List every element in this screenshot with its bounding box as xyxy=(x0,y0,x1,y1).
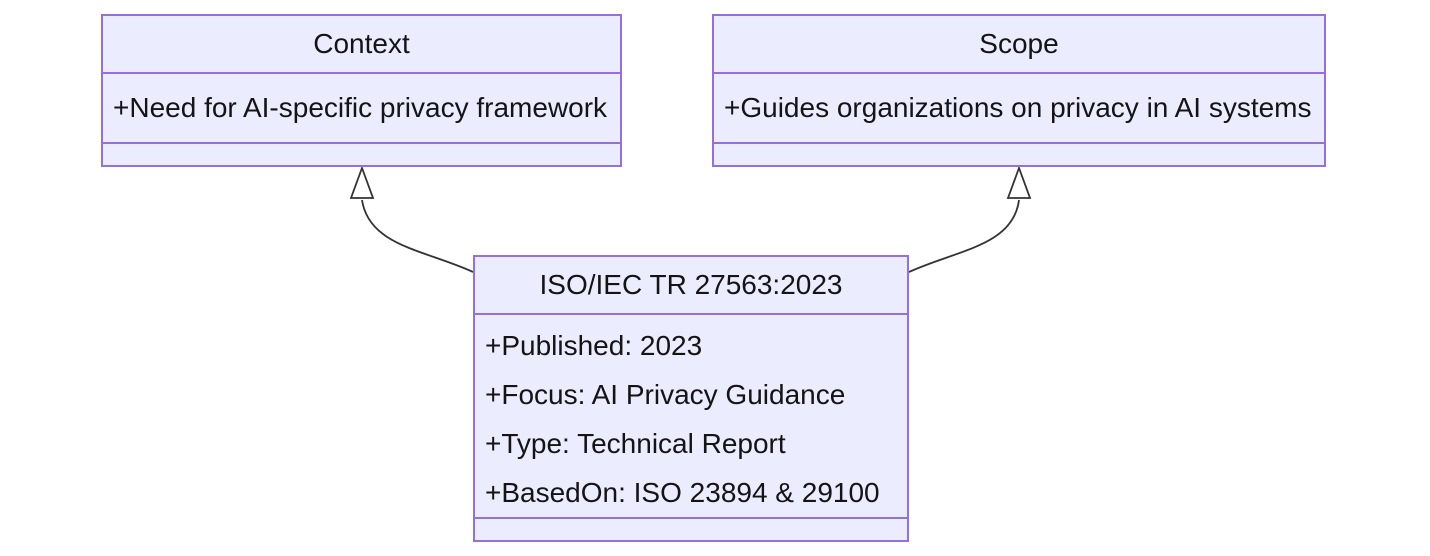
class-attribute: +BasedOn: ISO 23894 & 29100 xyxy=(485,477,880,508)
class-attribute: +Published: 2023 xyxy=(485,330,703,361)
class-node-scope: Scope +Guides organizations on privacy i… xyxy=(712,14,1326,167)
class-methods-scope-empty xyxy=(714,142,1324,165)
inheritance-edge-to-context xyxy=(361,199,474,273)
inheritance-arrowhead-scope xyxy=(1006,165,1032,199)
class-title-context: Context xyxy=(103,16,620,74)
inheritance-arrowhead-context xyxy=(349,165,375,199)
class-attribute: +Need for AI-specific privacy framework xyxy=(113,92,608,124)
class-attribute: +Focus: AI Privacy Guidance xyxy=(485,379,846,410)
class-methods-context-empty xyxy=(103,142,620,165)
class-attribute: +Type: Technical Report xyxy=(485,428,786,459)
class-attributes-scope: +Guides organizations on privacy in AI s… xyxy=(714,74,1324,142)
class-node-context: Context +Need for AI-specific privacy fr… xyxy=(101,14,622,167)
class-attribute: +Guides organizations on privacy in AI s… xyxy=(724,92,1312,124)
class-title-scope: Scope xyxy=(714,16,1324,74)
class-methods-standard-empty xyxy=(475,517,907,540)
class-title-standard: ISO/IEC TR 27563:2023 xyxy=(475,257,907,315)
inheritance-edge-to-scope xyxy=(908,199,1020,273)
class-attributes-standard: +Published: 2023 +Focus: AI Privacy Guid… xyxy=(475,315,907,517)
class-attributes-context: +Need for AI-specific privacy framework xyxy=(103,74,620,142)
class-node-standard: ISO/IEC TR 27563:2023 +Published: 2023 +… xyxy=(473,255,909,542)
